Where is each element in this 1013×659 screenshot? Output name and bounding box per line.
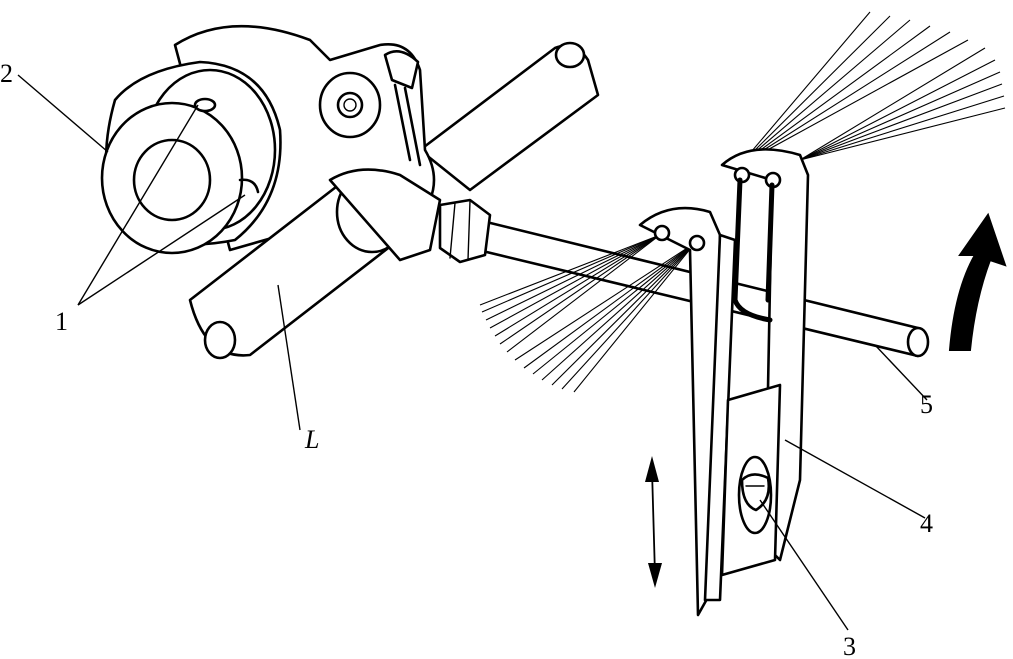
label-part-4: 4 (920, 509, 933, 538)
roller-cylinder (100, 60, 282, 255)
threads-dark (732, 177, 775, 323)
threads-right (739, 11, 1006, 166)
label-part-L: L (304, 425, 319, 454)
label-part-5: 5 (920, 390, 933, 419)
rod-L (188, 168, 442, 360)
double-arrow-icon (645, 456, 662, 588)
label-part-2: 2 (0, 59, 13, 88)
guide-plate-4 (720, 148, 810, 577)
label-part-1: 1 (55, 307, 68, 336)
upper-rod (418, 41, 600, 192)
hex-nut (438, 198, 492, 264)
leader-lines (17, 74, 928, 631)
curved-arrow-icon (948, 212, 1007, 351)
threads-left (479, 234, 696, 393)
label-part-3: 3 (843, 632, 856, 659)
